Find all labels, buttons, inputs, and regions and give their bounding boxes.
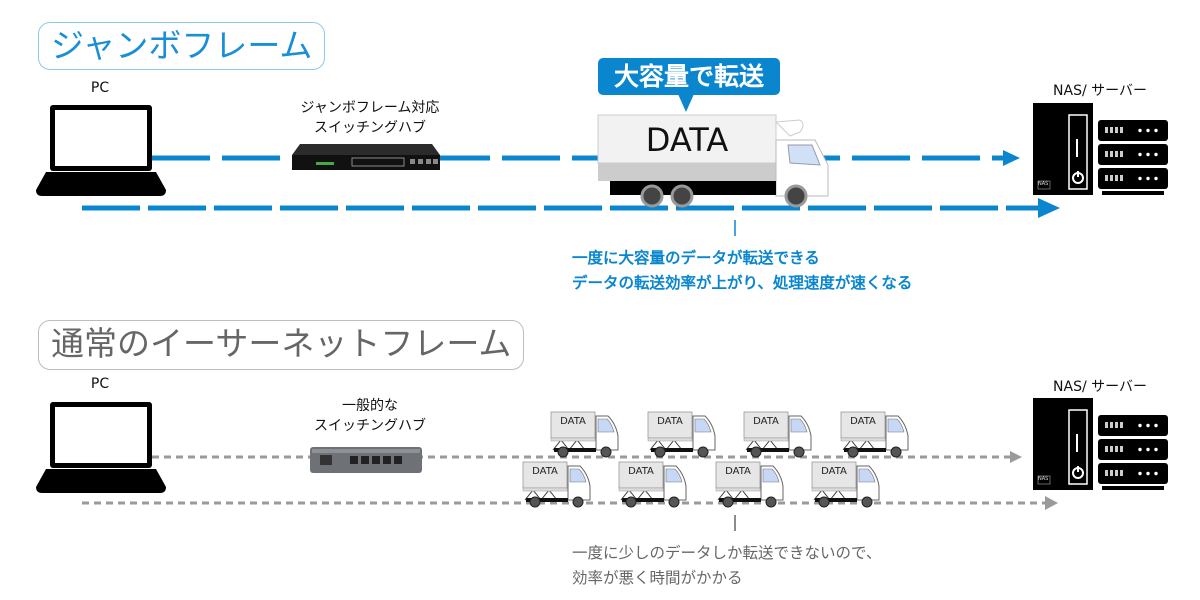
jumbo-switch-label-line1: ジャンボフレーム対応 [300,100,440,116]
small-truck-icon: DATA [522,460,594,512]
nas-badge: NAS [1038,476,1049,482]
small-truck-data-label: DATA [657,416,683,427]
small-truck-data-label: DATA [753,416,779,427]
callout-tail [678,94,694,112]
small-truck-icon: DATA [550,410,622,462]
normal-frame-title: 通常のイーサーネットフレーム [38,320,525,370]
small-truck-icon: DATA [811,460,883,512]
callout-bubble: 大容量で転送 [598,58,780,95]
jumbo-switch-label: ジャンボフレーム対応 スイッチングハブ [280,98,460,138]
laptop-icon [36,105,166,196]
normal-switch-label-line1: 一般的な [342,398,398,414]
small-truck-icon: DATA [840,410,912,462]
arrow-head-icon [1010,451,1022,463]
laptop-icon [36,402,166,493]
nas-label-jumbo: NAS/ サーバー [1053,83,1147,99]
jumbo-note-line: データの転送効率が上がり、処理速度が速くなる [572,274,913,292]
jumbo-frame-title: ジャンボフレーム [38,22,326,70]
normal-switch-label: 一般的な スイッチングハブ [280,396,460,436]
nas-icon [1033,398,1168,490]
arrow-head-icon [1038,198,1060,218]
arrow-head-icon [1003,150,1020,166]
pc-label-jumbo: PC [90,80,110,96]
jumbo-switch-icon [292,144,440,170]
small-truck-data-label: DATA [850,416,876,427]
small-truck-icon: DATA [647,410,719,462]
small-truck-data-label: DATA [628,466,654,477]
normal-note-line: 一度に少しのデータしか転送できないので、 [572,544,882,562]
large-truck-icon [597,114,829,208]
nas-server-group: NAS [1033,398,1173,497]
small-truck-data-label: DATA [821,466,847,477]
small-truck-icon: DATA [743,410,815,462]
normal-switch-icon [310,447,422,473]
small-truck-data-label: DATA [532,466,558,477]
normal-notes: 一度に少しのデータしか転送できないので、 効率が悪く時間がかかる [572,541,881,591]
nas-server-group: NAS [1033,103,1173,202]
small-truck-data-label: DATA [725,466,751,477]
nas-icon [1033,103,1168,195]
normal-switch-label-line2: スイッチングハブ [314,418,426,434]
pc-label-normal: PC [90,376,110,392]
normal-note-line: 効率が悪く時間がかかる [572,569,743,587]
small-truck-data-label: DATA [560,416,586,427]
jumbo-switch-label-line2: スイッチングハブ [314,120,426,136]
large-truck-data-label: DATA [645,121,729,159]
jumbo-notes: 一度に大容量のデータが転送できる データの転送効率が上がり、処理速度が速くなる [572,246,912,296]
small-truck-icon: DATA [618,460,690,512]
nas-label-normal: NAS/ サーバー [1053,379,1147,395]
small-truck-icon: DATA [715,460,787,512]
nas-badge: NAS [1038,181,1049,187]
jumbo-note-line: 一度に大容量のデータが転送できる [572,249,820,267]
arrow-head-icon [1045,496,1058,510]
